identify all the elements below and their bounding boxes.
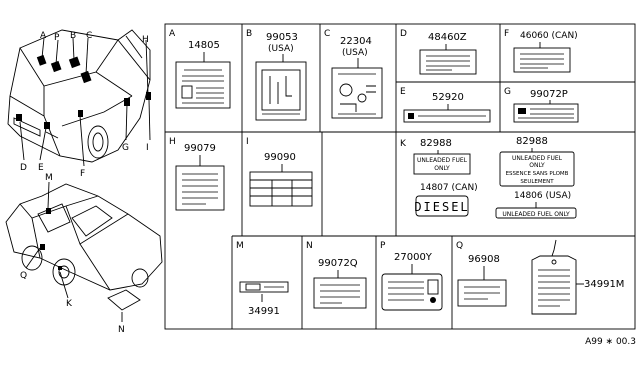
- cell-m: M 34991: [236, 241, 289, 317]
- label-q-hang-tag: [531, 255, 577, 315]
- label-c-shape: [331, 67, 383, 119]
- cell-f: F 46060 (CAN): [504, 29, 578, 73]
- cell-n-part: 99072Q: [318, 258, 358, 269]
- callout-n: N: [118, 325, 125, 335]
- cell-n-letter: N: [306, 241, 313, 251]
- callout-h: H: [142, 35, 149, 45]
- cell-g-letter: G: [504, 87, 511, 97]
- label-n-sheet: N: [107, 289, 141, 335]
- callout-k: K: [66, 299, 73, 309]
- callout-b: B: [70, 31, 76, 41]
- cell-c-letter: C: [324, 29, 330, 39]
- label-k-right-line1: UNLEADED FUEL: [512, 155, 563, 162]
- cell-f-letter: F: [504, 29, 509, 39]
- label-k-left-line1: UNLEADED FUEL: [417, 157, 468, 164]
- callout-e: E: [38, 163, 44, 173]
- cell-h-part: 99079: [184, 143, 216, 154]
- cell-i-letter: I: [246, 137, 249, 147]
- cell-e-part: 52920: [432, 92, 464, 103]
- cell-p-part: 27000Y: [394, 252, 433, 263]
- cell-a-part: 14805: [188, 40, 220, 51]
- label-grid: [164, 23, 636, 330]
- callout-i: I: [146, 143, 149, 153]
- label-k-right-line2: ONLY: [529, 162, 545, 169]
- label-i-shape: [249, 171, 313, 207]
- cell-q-letter: Q: [456, 241, 463, 251]
- label-k-right-line4: SEULEMENT: [520, 179, 554, 185]
- callout-f: F: [80, 169, 85, 179]
- label-b-shape: [255, 61, 307, 121]
- label-k-right-line3: ESSENCE SANS PLOMB: [506, 171, 569, 177]
- cell-h: H 99079: [169, 137, 225, 211]
- label-k-usa-text: UNLEADED FUEL ONLY: [502, 211, 570, 218]
- cell-i-part: 99090: [264, 152, 296, 163]
- cell-e-letter: E: [400, 87, 406, 97]
- callout-q: Q: [20, 271, 27, 281]
- cell-i: I 99090: [246, 137, 313, 207]
- cell-c-note: (USA): [342, 48, 368, 58]
- cell-c-part: 22304: [340, 36, 372, 47]
- cell-q: Q 96908 34991M: [456, 239, 624, 315]
- cell-k-part-right: 82988: [516, 136, 548, 147]
- cell-m-part: 34991: [248, 306, 280, 317]
- car-side-illustration: M Q K: [5, 173, 163, 309]
- label-h-shape: [175, 165, 225, 211]
- cell-k-part-usa: 14806 (USA): [514, 191, 571, 201]
- callout-m: M: [45, 173, 53, 183]
- cell-e: E 52920: [400, 87, 491, 123]
- cell-k-letter: K: [400, 139, 407, 149]
- cell-b: B 99053 (USA): [246, 29, 307, 121]
- cell-c: C 22304 (USA): [324, 29, 383, 119]
- label-k-diesel-text: DIESEL: [414, 200, 469, 214]
- cell-d-letter: D: [400, 29, 407, 39]
- cell-p: P 27000Y: [380, 241, 443, 311]
- callout-g: G: [122, 143, 129, 153]
- label-k-unleaded-bilingual: [499, 151, 575, 187]
- car-rear-illustration: A P B C H G I D E F: [7, 29, 151, 179]
- label-k-unleaded-usa: [495, 207, 577, 219]
- cell-n: N 99072Q: [306, 241, 367, 309]
- callout-p: P: [54, 33, 60, 43]
- callout-c: C: [86, 31, 92, 41]
- diagram-ref: A99 ∗ 00.3: [585, 337, 636, 347]
- label-a-shape: [175, 61, 231, 109]
- cell-b-part: 99053: [266, 32, 298, 43]
- cell-h-letter: H: [169, 137, 176, 147]
- cell-d-part: 48460Z: [428, 32, 467, 43]
- cell-p-letter: P: [380, 241, 386, 251]
- label-k-diesel: [415, 195, 469, 217]
- cell-g-part: 99072P: [530, 89, 568, 100]
- cell-b-letter: B: [246, 29, 252, 39]
- cell-q-part-right: 34991M: [584, 279, 624, 290]
- cell-k-part-diesel: 14807 (CAN): [420, 183, 478, 193]
- cell-d: D 48460Z: [400, 29, 477, 75]
- cell-f-part: 46060 (CAN): [520, 31, 578, 41]
- cell-g: G 99072P: [504, 87, 579, 123]
- label-g-shape: [513, 103, 579, 123]
- label-n-shape: [313, 277, 367, 309]
- label-k-unleaded-short: [413, 153, 471, 175]
- cell-a-letter: A: [169, 29, 176, 39]
- callout-d: D: [20, 163, 27, 173]
- cell-k-part-left: 82988: [420, 138, 452, 149]
- cell-m-letter: M: [236, 241, 244, 251]
- cell-b-note: (USA): [268, 44, 294, 54]
- cell-k: K 82988 UNLEADED FUEL ONLY 82988 UNLEADE…: [400, 136, 577, 219]
- label-k-left-line2: ONLY: [434, 165, 450, 172]
- cell-a: A 14805: [169, 29, 231, 109]
- cell-q-part-left: 96908: [468, 254, 500, 265]
- label-p-shape: [381, 273, 443, 311]
- callout-a: A: [40, 31, 47, 41]
